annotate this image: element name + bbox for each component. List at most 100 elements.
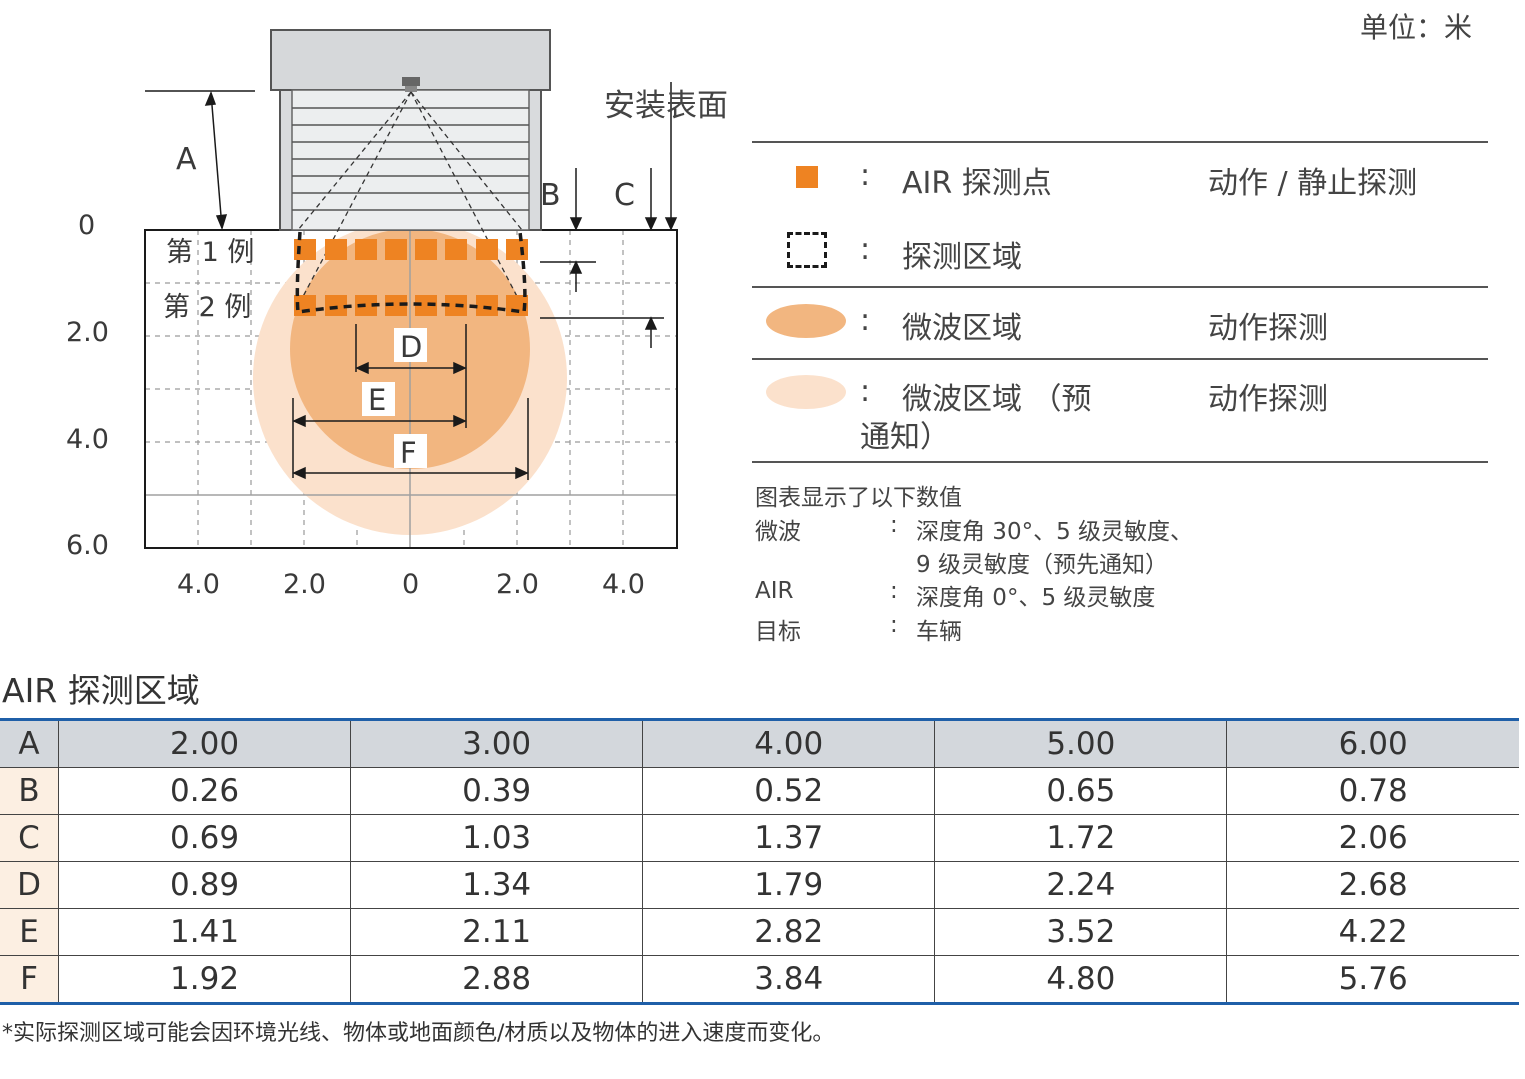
legend-divider (752, 358, 1488, 360)
x-tick: 4.0 (602, 569, 645, 600)
table-cell: 0.39 (350, 767, 644, 815)
legend-microwave-mode: 动作探测 (1208, 311, 1328, 346)
table-cell: 0.65 (934, 767, 1228, 815)
row-label: E (0, 908, 59, 956)
air-point-icon (415, 295, 437, 316)
row-label: B (0, 767, 59, 815)
table-cell: 3.52 (934, 908, 1228, 956)
example-2-label: 第 2 例 (163, 292, 251, 323)
table-cell: 0.69 (57, 814, 352, 862)
legend-divider (752, 286, 1488, 288)
legend-colon: : (860, 158, 871, 193)
x-tick: 2.0 (496, 569, 539, 600)
unit-label: 单位：米 (1360, 11, 1473, 44)
notes-value: 深度角 30°、5 级灵敏度、 (916, 519, 1194, 545)
table-cell: 0.89 (57, 861, 352, 909)
table-cell: 2.88 (350, 955, 644, 1004)
air-points-example-2 (294, 295, 528, 316)
table-cell: 1.92 (57, 955, 352, 1004)
dim-label-c: C (614, 178, 635, 213)
air-point-icon (355, 239, 377, 260)
x-tick: 0 (402, 569, 419, 600)
detection-area-diagram: A B C D E F 第 1 例 第 2 例 0 2.0 4.0 6.0 4.… (66, 29, 678, 600)
table-cell: 3.00 (350, 719, 644, 768)
row-label: F (0, 955, 59, 1004)
table-cell: 4.80 (934, 955, 1228, 1004)
table-cell: 2.68 (1226, 861, 1519, 909)
table-cell: 0.52 (642, 767, 936, 815)
table-cell: 6.00 (1226, 719, 1519, 768)
mount-surface-label: 安装表面 (604, 88, 728, 124)
legend-air-point-mode: 动作 / 静止探测 (1208, 166, 1418, 201)
air-point-icon (385, 239, 407, 260)
notes-value: 9 级灵敏度（预先通知） (916, 552, 1168, 578)
detection-area-outline (295, 231, 527, 314)
legend-air-point-label: AIR 探测点 (902, 166, 1052, 201)
dashed-square-icon (787, 232, 827, 268)
table-cell: 1.03 (350, 814, 644, 862)
dimension-e (292, 372, 467, 478)
shutter-door (270, 29, 551, 231)
table-cell: 1.34 (350, 861, 644, 909)
table-title: AIR 探测区域 (2, 671, 200, 710)
table-cell: 0.78 (1226, 767, 1519, 815)
legend-detection-area-label: 探测区域 (902, 240, 1022, 275)
x-tick: 4.0 (177, 569, 220, 600)
table-cell: 4.00 (642, 719, 936, 768)
legend-prenotice-label: 微波区域 （预 (902, 382, 1092, 417)
dimension-b (540, 168, 596, 292)
air-point-icon (294, 295, 316, 316)
legend-divider (752, 461, 1488, 463)
dimension-d (355, 324, 467, 375)
legend-colon: : (860, 374, 871, 409)
table-cell: 1.79 (642, 861, 936, 909)
light-ellipse-icon (766, 375, 846, 409)
sensor-beams (297, 91, 523, 307)
sensor-icon (402, 77, 420, 92)
air-point-icon (476, 295, 498, 316)
table-cell: 2.82 (642, 908, 936, 956)
table-cell: 5.76 (1226, 955, 1519, 1004)
legend-prenotice-label-2: 通知） (860, 420, 950, 455)
x-tick: 2.0 (283, 569, 326, 600)
table-cell: 1.37 (642, 814, 936, 862)
notes-value: 车辆 (916, 619, 962, 645)
orange-ellipse-icon (766, 304, 846, 338)
notes-colon: : (890, 512, 898, 538)
dimension-c (540, 82, 678, 348)
legend-colon: : (860, 303, 871, 338)
dim-label-d: D (400, 330, 422, 364)
row-label: A (0, 719, 59, 768)
legend-microwave-label: 微波区域 (902, 311, 1022, 346)
notes-title: 图表显示了以下数值 (755, 485, 962, 511)
air-point-icon (445, 239, 467, 260)
air-point-icon (385, 295, 407, 316)
notes-key: 微波 (755, 519, 801, 545)
row-label: D (0, 861, 59, 909)
air-point-icon (325, 295, 347, 316)
y-tick: 0 (78, 210, 95, 241)
orange-square-icon (796, 166, 818, 188)
air-point-icon (355, 295, 377, 316)
legend-prenotice-mode: 动作探测 (1208, 382, 1328, 417)
table-cell: 2.06 (1226, 814, 1519, 862)
dim-label-f: F (400, 436, 417, 470)
table-cell: 5.00 (934, 719, 1228, 768)
air-point-icon (325, 239, 347, 260)
table-cell: 3.84 (642, 955, 936, 1004)
notes-colon: : (890, 612, 898, 638)
table-cell: 2.00 (57, 719, 352, 768)
legend-colon: : (860, 232, 871, 267)
table-cell: 1.72 (934, 814, 1228, 862)
table-cell: 4.22 (1226, 908, 1519, 956)
dimension-a (145, 90, 255, 231)
dim-label-b: B (540, 178, 561, 213)
table-cell: 2.11 (350, 908, 644, 956)
air-point-icon (415, 239, 437, 260)
